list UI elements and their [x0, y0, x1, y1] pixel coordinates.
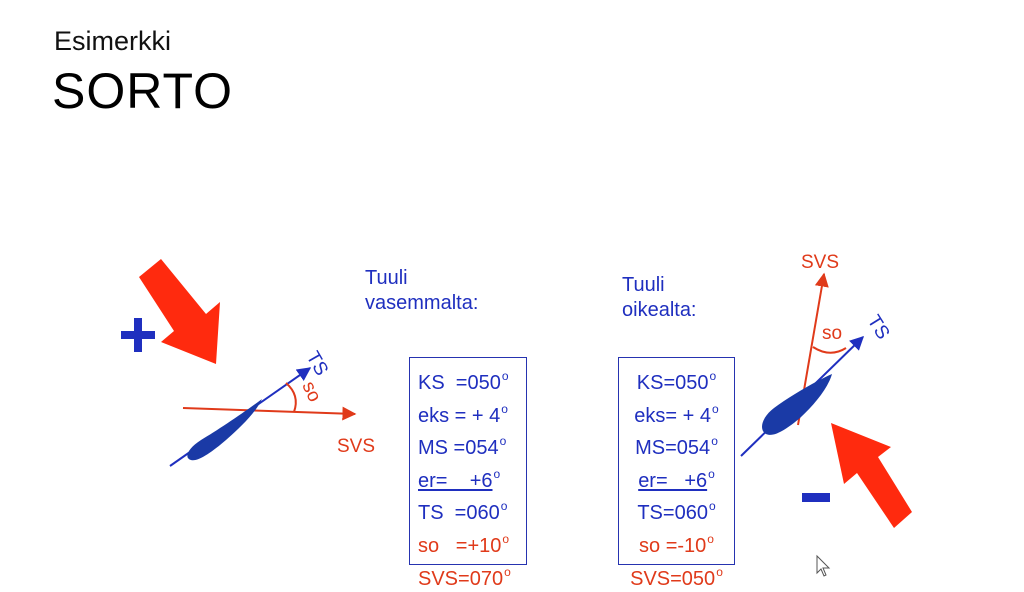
right-diagram: SVS so TS — [740, 252, 912, 528]
degree-symbol: o — [499, 434, 507, 449]
left-svs-line — [182, 406, 357, 421]
right-calc-row-text: er= +6 — [638, 469, 708, 492]
right-calc-row: MS=054o — [627, 429, 726, 462]
degree-symbol: o — [708, 466, 715, 481]
left-calc-row-text: er= +6 — [418, 469, 493, 492]
degree-symbol: o — [501, 401, 508, 416]
degree-symbol: o — [707, 531, 714, 546]
right-calc-row: er= +6o — [627, 462, 726, 495]
right-calc-row: eks= + 4o — [627, 397, 726, 430]
right-calc-row-text: so =-10 — [639, 534, 707, 557]
left-svs-label: SVS — [337, 436, 375, 457]
right-heading: Tuuli oikealta: — [622, 273, 697, 323]
right-heading-line-1: Tuuli — [622, 274, 665, 296]
right-heading-line-2: oikealta: — [622, 299, 697, 321]
right-so-arc — [812, 346, 847, 354]
minus-sign — [802, 493, 830, 502]
degree-symbol: o — [493, 466, 501, 481]
degree-symbol: o — [502, 531, 510, 546]
boat-icon — [762, 374, 832, 435]
left-calc-row: er= +6o — [418, 462, 518, 495]
left-calc-row: KS =050o — [418, 364, 518, 397]
right-calc-row-text: eks= + 4 — [634, 404, 712, 427]
left-calc-row: MS =054o — [418, 429, 518, 462]
degree-symbol: o — [501, 369, 509, 383]
right-calc-row-text: TS=060 — [637, 502, 708, 525]
mouse-cursor-icon — [816, 554, 831, 577]
left-heading: Tuuli vasemmalta: — [365, 266, 478, 316]
degree-symbol: o — [709, 369, 717, 383]
degree-symbol: o — [712, 401, 719, 416]
wind-arrow-icon — [139, 259, 220, 364]
slide-subtitle: Esimerkki — [54, 26, 172, 56]
wind-arrow-icon — [831, 423, 912, 528]
degree-symbol: o — [716, 564, 723, 579]
left-heading-line-1: Tuuli — [365, 267, 408, 289]
degree-symbol: o — [708, 499, 716, 514]
degree-symbol: o — [711, 434, 718, 449]
left-ts-label: TS — [302, 348, 332, 380]
left-so-arc — [285, 382, 297, 413]
right-ts-label: TS — [863, 312, 894, 344]
left-calc-row: eks = + 4o — [418, 397, 518, 430]
left-calc-row-text: SVS=070 — [418, 567, 504, 590]
right-so-label: so — [822, 323, 842, 344]
degree-symbol: o — [500, 499, 508, 514]
left-calc-row-text: so =+10 — [418, 534, 502, 557]
right-calc-row-text: MS=054 — [635, 437, 711, 460]
left-calc-row-text: MS =054 — [418, 437, 499, 460]
right-calc-row: so =-10o — [627, 527, 726, 560]
left-calc-row: so =+10o — [418, 527, 518, 560]
left-calc-row: SVS=070o — [418, 560, 518, 592]
left-diagram: TS so SVS — [121, 259, 375, 467]
left-calc-row-text: eks = + 4 — [418, 404, 501, 427]
plus-sign — [121, 318, 155, 352]
left-calc-row: TS =060o — [418, 494, 518, 527]
slide-title: SORTO — [52, 63, 233, 119]
right-calc-row: KS=050o — [627, 364, 726, 397]
left-heading-line-2: vasemmalta: — [365, 292, 479, 314]
right-svs-label: SVS — [801, 252, 839, 273]
left-calc-row-text: TS =060 — [418, 502, 500, 525]
left-calc-row-text: KS =050 — [418, 372, 501, 394]
degree-symbol: o — [504, 564, 511, 579]
right-calc-row: TS=060o — [627, 494, 726, 527]
boat-icon — [187, 399, 262, 461]
left-so-label: so — [297, 378, 325, 405]
right-calc-row: SVS=050o — [627, 560, 726, 592]
right-calc-row-text: KS=050 — [636, 372, 709, 394]
right-calc-row-text: SVS=050 — [630, 567, 716, 590]
